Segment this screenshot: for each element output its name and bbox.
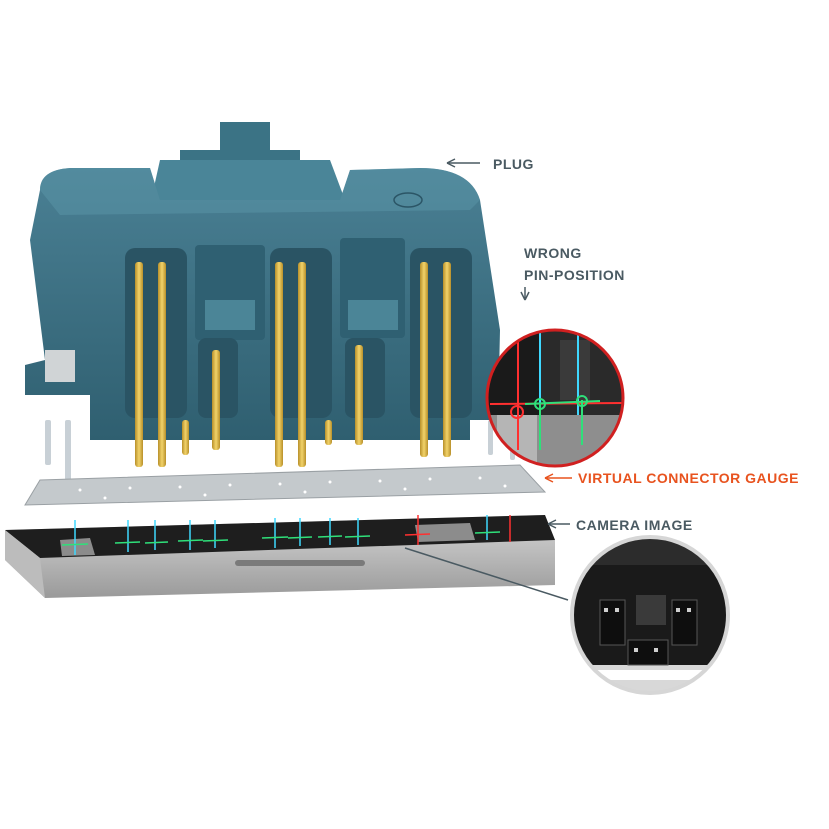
- plug-label: PLUG: [493, 156, 534, 172]
- leader-lines: [404, 158, 572, 601]
- camera-measure-lines: [61, 515, 511, 555]
- wrong-label-line2: PIN-POSITION: [524, 267, 625, 283]
- plug-pins: [135, 262, 451, 467]
- camera-label: CAMERA IMAGE: [576, 517, 693, 533]
- plug-body: [25, 122, 500, 440]
- camera-image-base: [5, 515, 555, 598]
- virtual-connector-gauge: [24, 464, 547, 506]
- camera-zoom: [570, 535, 730, 695]
- wrong-label-line1: WRONG: [524, 245, 582, 261]
- gauge-label: VIRTUAL CONNECTOR GAUGE: [578, 470, 799, 486]
- wrong-pin-zoom: [485, 328, 625, 468]
